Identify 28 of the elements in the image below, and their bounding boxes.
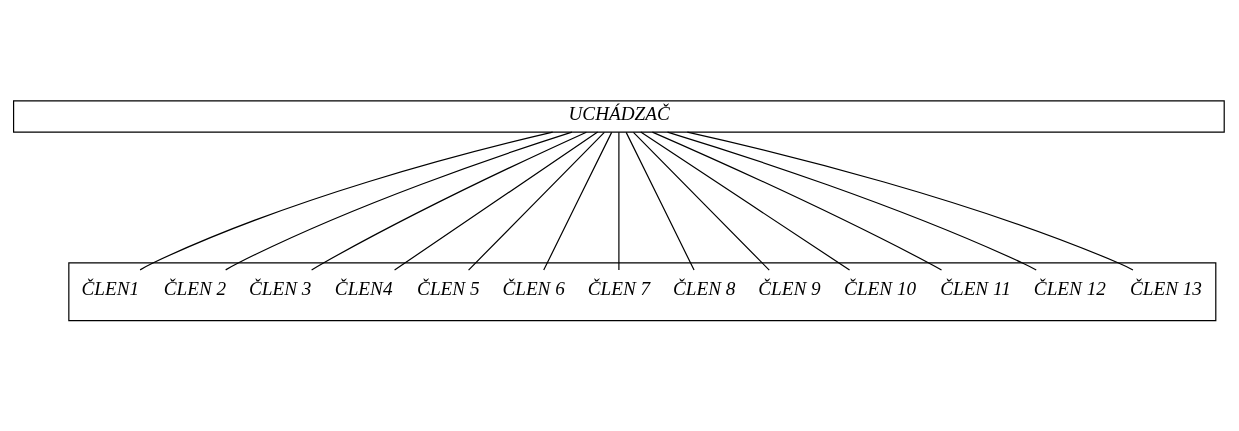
connector <box>139 131 554 271</box>
node-text: ČLEN 6 <box>502 278 565 300</box>
node-box: UCHÁDZAČ <box>13 100 1225 133</box>
connector <box>686 131 1134 271</box>
node-text: ČLEN1 <box>81 278 140 300</box>
connector <box>666 131 1037 271</box>
node-text: ČLEN 3 <box>248 278 312 300</box>
connector <box>632 131 770 271</box>
connector <box>394 131 599 271</box>
cluster <box>68 262 1217 322</box>
node-text: ČLEN 8 <box>672 278 736 300</box>
connector <box>640 131 851 271</box>
node-text: ČLEN 12 <box>1033 278 1106 300</box>
node-text: ČLEN4 <box>334 278 393 300</box>
connector <box>225 131 573 271</box>
node-text: ČLEN 9 <box>758 278 821 300</box>
node-text: ČLEN 7 <box>587 278 651 300</box>
connector <box>311 131 587 271</box>
node-text: ČLEN 10 <box>844 278 917 300</box>
connector <box>618 131 620 271</box>
node-text: ČLEN 11 <box>940 278 1011 300</box>
node-text: ČLEN 5 <box>417 278 480 300</box>
connector <box>543 131 613 271</box>
connector <box>625 131 695 271</box>
node-text: ČLEN 2 <box>163 278 227 300</box>
connector <box>467 131 605 271</box>
node-text: ČLEN 13 <box>1129 278 1202 300</box>
connector <box>651 131 943 271</box>
